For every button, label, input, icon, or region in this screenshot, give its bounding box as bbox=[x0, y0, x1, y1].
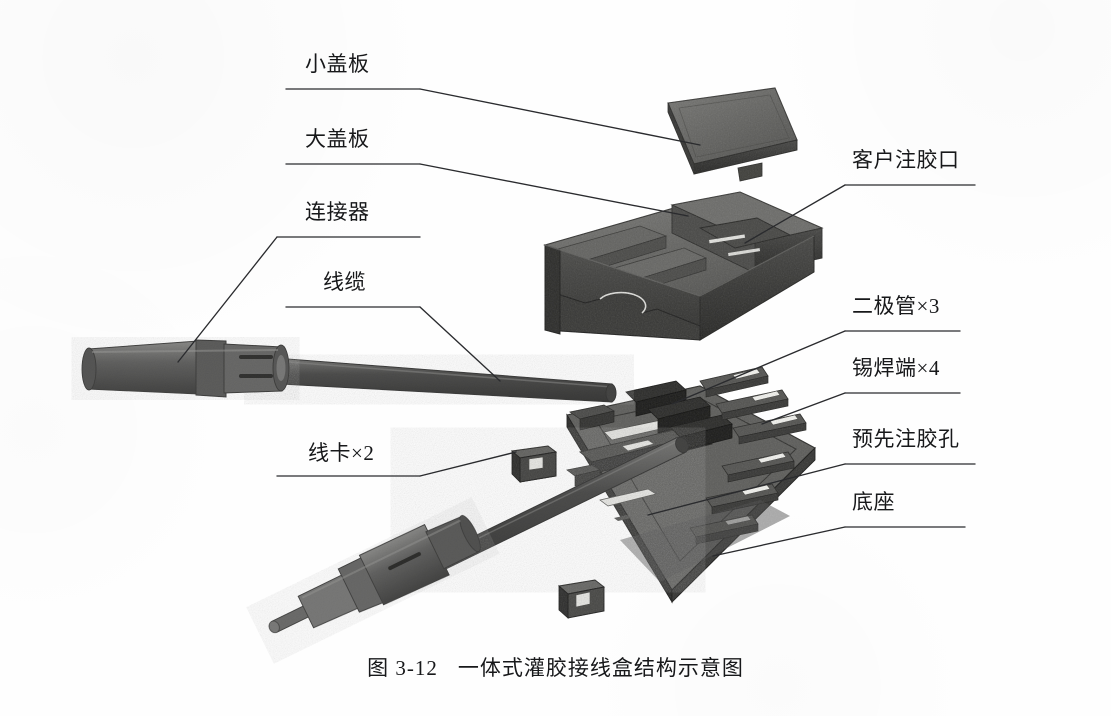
label-small-cover-plate: 小盖板 bbox=[305, 52, 370, 76]
part-cable-clip-2 bbox=[557, 579, 606, 619]
leader-large-cover-plate bbox=[285, 163, 689, 217]
label-large-cover-plate: 大盖板 bbox=[305, 127, 370, 151]
part-customer-pour-port bbox=[698, 217, 792, 257]
figure-title: 一体式灌胶接线盒结构示意图 bbox=[457, 656, 744, 680]
part-large-cover-plate bbox=[543, 191, 824, 341]
label-cable: 线缆 bbox=[323, 270, 366, 294]
label-diode: 二极管×3 bbox=[852, 294, 940, 318]
leader-pre-pour-hole bbox=[647, 463, 976, 516]
part-connector-lower bbox=[268, 515, 481, 634]
part-diodes bbox=[625, 380, 733, 452]
figure-caption: 图 3-12 一体式灌胶接线盒结构示意图 bbox=[0, 652, 1111, 682]
leader-customer-pour-port bbox=[744, 184, 976, 244]
part-base-plate bbox=[566, 366, 816, 604]
leader-base bbox=[712, 526, 966, 557]
label-pre-pour-hole: 预先注胶孔 bbox=[852, 427, 960, 451]
part-connector-upper bbox=[81, 339, 290, 398]
part-cable-upper bbox=[261, 356, 617, 403]
figure-number: 图 3-12 bbox=[367, 656, 438, 680]
part-cable-clip-1 bbox=[510, 445, 558, 483]
label-solder-terminal: 锡焊端×4 bbox=[852, 356, 940, 380]
label-customer-pour-port: 客户注胶口 bbox=[852, 148, 960, 172]
leader-cable bbox=[285, 306, 501, 382]
leader-cable-clip bbox=[276, 451, 517, 477]
leader-connector bbox=[177, 236, 421, 363]
label-connector: 连接器 bbox=[305, 200, 370, 224]
part-pre-pour-holes bbox=[599, 439, 657, 521]
label-cable-clip: 线卡×2 bbox=[308, 441, 375, 465]
leader-solder-terminal bbox=[761, 392, 961, 425]
label-base: 底座 bbox=[852, 490, 895, 514]
leader-diode bbox=[671, 330, 961, 405]
leader-small-cover-plate bbox=[285, 88, 701, 146]
